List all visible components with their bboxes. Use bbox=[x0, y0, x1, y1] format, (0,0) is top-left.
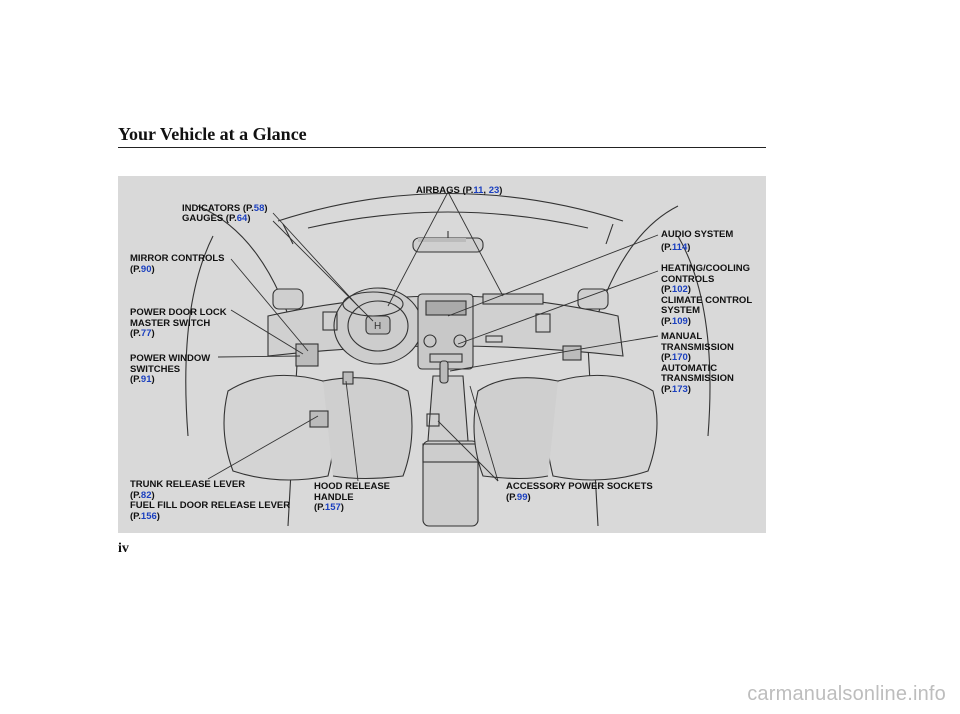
indicators-text: INDICATORS (P. bbox=[182, 203, 254, 214]
interior-illustration: H bbox=[185, 191, 711, 527]
climate-text-1: CLIMATE CONTROL bbox=[661, 294, 753, 306]
automatic-open: (P. bbox=[661, 383, 672, 395]
label-door-lock: POWER DOOR LOCK MASTER SWITCH (P.77) bbox=[130, 307, 227, 340]
fuel-close: ) bbox=[156, 510, 160, 522]
hood-text-1: HOOD RELEASE bbox=[314, 481, 391, 492]
window-text-1: POWER WINDOW bbox=[130, 353, 211, 364]
heating-text-1: HEATING/COOLING bbox=[661, 263, 751, 274]
doorlock-page-link[interactable]: 77 bbox=[140, 328, 152, 339]
svg-text:H: H bbox=[374, 321, 381, 332]
manual-close: ) bbox=[687, 352, 691, 363]
airbags-text: AIRBAGS (P. bbox=[416, 185, 474, 196]
airbags-page-link-2[interactable]: 23 bbox=[488, 185, 500, 196]
label-heating-cooling: HEATING/COOLING CONTROLS (P.102) CLIMATE… bbox=[661, 263, 753, 327]
manual-text-1: MANUAL bbox=[661, 331, 703, 342]
sockets-close: ) bbox=[527, 491, 531, 503]
label-mirror-controls: MIRROR CONTROLS (P.90) bbox=[130, 253, 225, 275]
audio-text: AUDIO SYSTEM bbox=[661, 229, 734, 240]
label-transmission: MANUAL TRANSMISSION (P.170) AUTOMATIC TR… bbox=[661, 331, 734, 395]
title-rule bbox=[118, 147, 766, 148]
climate-text-2: SYSTEM bbox=[661, 305, 701, 316]
manual-text-2: TRANSMISSION bbox=[661, 341, 734, 353]
gauges-close: ) bbox=[247, 213, 251, 224]
audio-close: ) bbox=[687, 241, 691, 253]
hood-page-link[interactable]: 157 bbox=[324, 502, 341, 513]
label-power-window: POWER WINDOW SWITCHES (P.91) bbox=[130, 353, 211, 386]
window-open: (P. bbox=[130, 374, 141, 385]
fuel-open: (P. bbox=[130, 510, 141, 522]
manual-open: (P. bbox=[661, 352, 672, 363]
heating-page-link[interactable]: 102 bbox=[671, 284, 688, 295]
page-number: iv bbox=[118, 541, 129, 556]
gauges-text: GAUGES (P. bbox=[182, 213, 237, 224]
mirror-text: MIRROR CONTROLS bbox=[130, 253, 225, 264]
doorlock-text-2: MASTER SWITCH bbox=[130, 317, 211, 329]
label-trunk-fuel: TRUNK RELEASE LEVER (P.82) FUEL FILL DOO… bbox=[130, 479, 291, 522]
doorlock-open: (P. bbox=[130, 328, 141, 339]
hood-close: ) bbox=[340, 502, 344, 513]
trunk-close: ) bbox=[151, 489, 155, 501]
climate-open: (P. bbox=[661, 315, 672, 327]
vehicle-illustration-panel: H bbox=[118, 176, 766, 533]
watermark: carmanualsonline.info bbox=[747, 683, 946, 705]
hood-open: (P. bbox=[314, 502, 325, 513]
airbags-sep: , bbox=[483, 185, 489, 196]
trunk-text: TRUNK RELEASE LEVER bbox=[130, 479, 246, 490]
label-gauges: GAUGES (P.64) bbox=[182, 213, 251, 225]
mirror-close: ) bbox=[151, 263, 155, 275]
mirror-open: (P. bbox=[130, 263, 141, 275]
fuel-text: FUEL FILL DOOR RELEASE LEVER bbox=[130, 500, 291, 511]
climate-page-link[interactable]: 109 bbox=[671, 315, 688, 327]
airbags-close: ) bbox=[499, 185, 503, 196]
automatic-close: ) bbox=[687, 383, 691, 395]
page-title: Your Vehicle at a Glance bbox=[118, 124, 307, 144]
automatic-page-link[interactable]: 173 bbox=[671, 383, 688, 395]
label-indicators: INDICATORS (P.58) bbox=[182, 203, 268, 215]
label-airbags: AIRBAGS (P.11, 23) bbox=[416, 185, 503, 197]
label-audio-system: AUDIO SYSTEM (P.114) bbox=[661, 229, 734, 253]
window-text-2: SWITCHES bbox=[130, 363, 181, 375]
manual-page-link[interactable]: 170 bbox=[671, 352, 688, 363]
audio-open: (P. bbox=[661, 241, 672, 253]
fuel-page-link[interactable]: 156 bbox=[140, 510, 157, 522]
trunk-page-link[interactable]: 82 bbox=[140, 489, 152, 501]
window-close: ) bbox=[151, 374, 155, 385]
automatic-text-2: TRANSMISSION bbox=[661, 373, 734, 384]
indicators-page-link[interactable]: 58 bbox=[253, 203, 265, 214]
climate-close: ) bbox=[687, 315, 691, 327]
airbags-page-link-1[interactable]: 11 bbox=[473, 185, 484, 196]
label-hood-release: HOOD RELEASE HANDLE (P.157) bbox=[314, 481, 391, 514]
sockets-text: ACCESSORY POWER SOCKETS bbox=[506, 481, 653, 492]
sockets-page-link[interactable]: 99 bbox=[516, 491, 528, 503]
sockets-open: (P. bbox=[506, 491, 517, 503]
window-page-link[interactable]: 91 bbox=[140, 374, 152, 385]
label-power-sockets: ACCESSORY POWER SOCKETS (P.99) bbox=[506, 481, 653, 503]
audio-page-link[interactable]: 114 bbox=[671, 241, 688, 253]
gauges-page-link[interactable]: 64 bbox=[236, 213, 248, 224]
indicators-close: ) bbox=[264, 203, 268, 214]
trunk-open: (P. bbox=[130, 489, 141, 501]
doorlock-close: ) bbox=[151, 328, 155, 339]
heating-close: ) bbox=[687, 284, 691, 295]
hood-text-2: HANDLE bbox=[314, 491, 354, 503]
mirror-page-link[interactable]: 90 bbox=[140, 263, 152, 275]
heating-text-2: CONTROLS bbox=[661, 273, 715, 285]
doorlock-text-1: POWER DOOR LOCK bbox=[130, 307, 227, 318]
heating-open: (P. bbox=[661, 284, 672, 295]
automatic-text-1: AUTOMATIC bbox=[661, 362, 718, 374]
